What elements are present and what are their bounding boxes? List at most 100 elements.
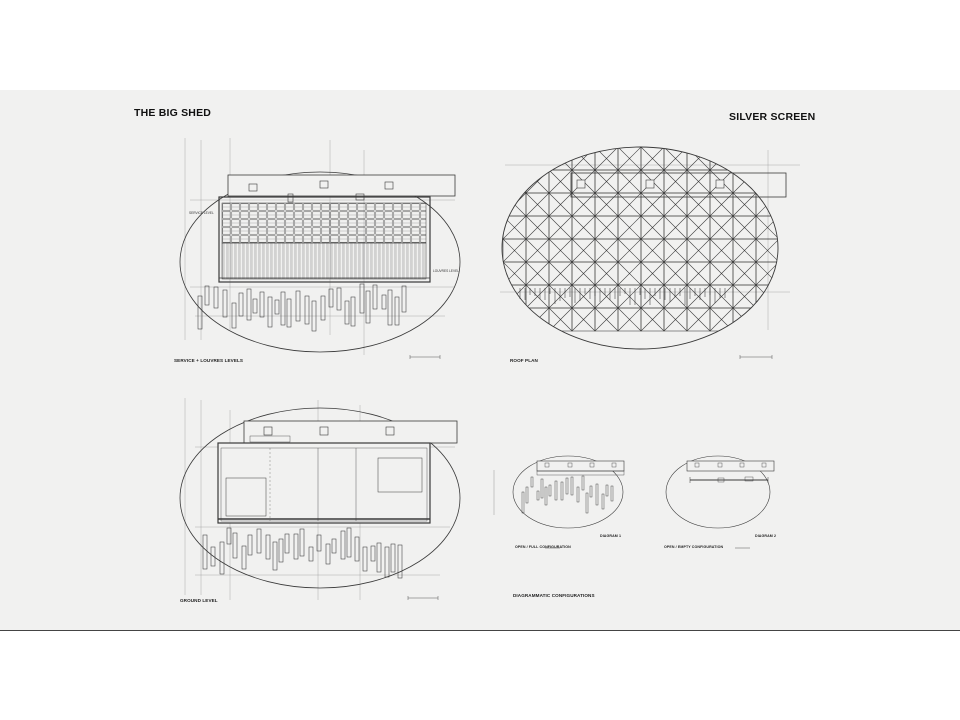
diagram-box [544,462,550,468]
louvre-block [278,538,284,563]
scale-bars [407,355,773,600]
sheet-title-left: THE BIG SHED [134,107,212,119]
louvre-block [384,546,390,578]
roof-brace [594,169,619,194]
louvre-block [370,545,376,562]
diagram-1-blocks [521,475,614,514]
roof-brace [548,147,573,171]
diagram-box [739,462,745,468]
roof-brace [709,215,734,240]
roof-brace [525,238,550,263]
roof-brace [571,307,596,332]
roof-brace [663,169,688,194]
roof-brace [525,192,550,217]
roof-brace [686,261,711,286]
roof-brace [548,192,573,217]
louvre-block [365,290,371,324]
sheet-title-right: SILVER SCREEN [729,111,816,123]
caption-ground-level: GROUND LEVEL [180,598,218,603]
roof-brace [502,169,527,194]
louvre-block [226,527,232,545]
diagram-block [585,492,589,514]
louvre-block [259,291,265,318]
roof-brace [755,261,778,286]
roof-brace [594,215,619,240]
louvre-block [336,287,342,311]
roof-bay [732,147,757,171]
louvre-block [252,298,258,314]
louvre-block [390,543,396,573]
roof-brace [640,307,665,332]
diagram-block [536,490,540,501]
roof-brace [640,261,665,286]
caption-diagrammatic: DIAGRAMMATIC CONFIGURATIONS [513,593,595,598]
roof-brace [502,284,527,309]
roof-brace [502,147,527,171]
roof-brace [548,238,573,263]
roof-brace [594,147,619,171]
louvre-block [210,546,216,567]
roof-brace [617,215,642,240]
roof-brace [640,238,665,263]
caption-service-levels: SERVICE + LOUVRES LEVELS [174,358,244,363]
roof-louvres [519,288,726,305]
louvre-block [286,298,292,328]
caption-open-empty: OPEN / EMPTY CONFIGURATION [664,545,724,549]
louvre-block [387,289,393,326]
roof-brace [732,147,757,171]
service-level-label: SERVICE LEVEL [189,211,214,215]
roof-brace [594,261,619,286]
louvre-block [232,532,238,559]
roof-brace [686,284,711,309]
roof-brace [502,215,527,240]
diagram-block [565,477,569,495]
roof-brace [663,307,688,332]
roof-brace [732,307,757,332]
louvre-block [320,295,326,321]
roof-bay [755,169,778,194]
diagram-block [601,493,605,510]
diagram-block [548,484,552,497]
roof-brace [617,261,642,286]
diagram-block [595,483,599,506]
roof-brace [502,169,527,194]
louvre-block [362,546,368,572]
roof-brace [732,284,757,309]
diagram-block [554,480,558,501]
roof-brace [640,215,665,240]
roof-brace [709,261,734,286]
roof-brace [571,261,596,286]
roof-brace [571,284,596,309]
louvre-block [316,534,322,552]
louvre-block [331,538,337,554]
roof-brace [755,238,778,263]
roof-brace [732,215,757,240]
caption-diagram-1: DIAGRAM 1 [600,534,622,538]
louvre-block [401,285,407,313]
diagram-block [605,484,609,497]
louvres-level-label: LOUVRES LEVEL [433,269,459,273]
louvre-block [284,533,290,554]
diagram-box [611,462,617,468]
roof-brace [709,284,734,309]
roof-brace [617,284,642,309]
louvre-block [350,296,356,327]
louvre-block [354,536,360,562]
roof-bay [502,169,527,194]
louvre-block [293,533,299,560]
louvre-block [308,546,314,562]
louvre-block [304,295,310,325]
roof-brace [663,238,688,263]
roof-brace [525,261,550,286]
roof-brace [755,307,778,332]
roof-plan [500,146,800,350]
service-louvres-plan: SERVICE LEVEL LOUVRES LEVEL [179,138,461,355]
roof-brace [663,261,688,286]
diagram-box [694,462,700,468]
louvre-block [280,291,286,326]
louvre-block [299,528,305,557]
roof-brace [502,307,527,332]
louvre-blocks [197,283,407,332]
diagram-block [540,478,544,499]
